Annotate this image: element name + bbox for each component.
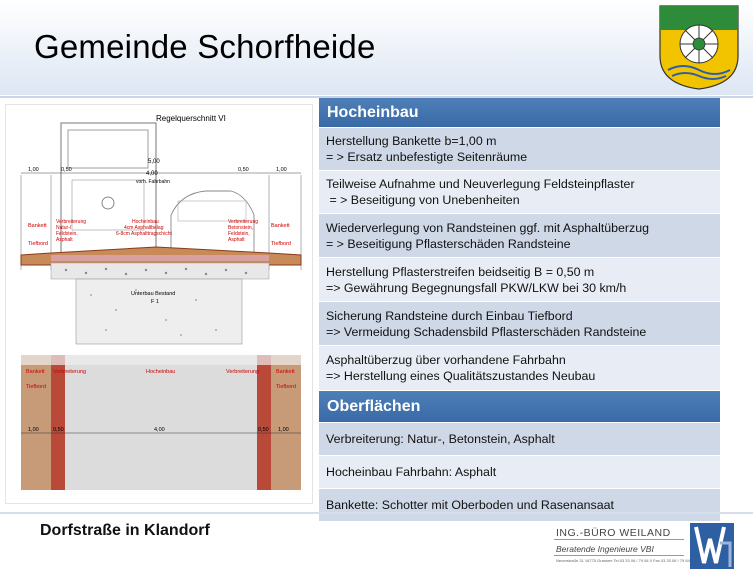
info-panel: Hocheinbau Herstellung Bankette b=1,00 m… bbox=[319, 98, 720, 522]
svg-text:Tiefbord: Tiefbord bbox=[271, 241, 291, 247]
svg-text:Tiefbord: Tiefbord bbox=[26, 384, 46, 390]
list-item: Wiederverlegung von Randsteinen ggf. mit… bbox=[319, 214, 720, 258]
svg-text:vorh. Fahrbahn: vorh. Fahrbahn bbox=[136, 179, 170, 185]
svg-text:0,50: 0,50 bbox=[238, 167, 249, 173]
drawing-caption: Regelquerschnitt VI bbox=[156, 114, 226, 123]
svg-text:4,00: 4,00 bbox=[146, 171, 158, 177]
list-item: Sicherung Randsteine durch Einbau Tiefbo… bbox=[319, 302, 720, 346]
location-caption: Dorfstraße in Klandorf bbox=[40, 522, 210, 539]
company-logo: ING.-BÜRO WEILAND Beratende Ingenieure V… bbox=[554, 523, 736, 569]
coat-of-arms-icon bbox=[659, 5, 739, 90]
logo-divider bbox=[554, 539, 684, 540]
svg-text:Betonstein,: Betonstein, bbox=[228, 225, 253, 231]
section-header-hocheinbau: Hocheinbau bbox=[319, 98, 720, 128]
svg-text:Unterbau Bestand: Unterbau Bestand bbox=[131, 291, 175, 297]
svg-text:5,00: 5,00 bbox=[148, 159, 160, 165]
svg-text:1,00: 1,00 bbox=[28, 167, 39, 173]
title-bar bbox=[0, 0, 753, 95]
svg-text:0,50: 0,50 bbox=[53, 427, 64, 433]
svg-text:1,00: 1,00 bbox=[28, 427, 39, 433]
list-item: Teilweise Aufnahme und Neuverlegung Feld… bbox=[319, 171, 720, 214]
svg-text:F 1: F 1 bbox=[151, 299, 159, 305]
list-item: Bankette: Schotter mit Oberboden und Ras… bbox=[319, 489, 720, 522]
list-item: Herstellung Pflasterstreifen beidseitig … bbox=[319, 258, 720, 302]
svg-text:Bankett: Bankett bbox=[26, 369, 45, 375]
svg-text:Hocheinbau: Hocheinbau bbox=[132, 219, 159, 225]
svg-text:4cm Asphaltbelag: 4cm Asphaltbelag bbox=[124, 225, 164, 231]
svg-text:Hocheinbau: Hocheinbau bbox=[146, 369, 175, 375]
svg-text:Verbreiterung: Verbreiterung bbox=[228, 219, 258, 225]
svg-text:Bankett: Bankett bbox=[271, 223, 290, 229]
svg-text:4,00: 4,00 bbox=[154, 427, 165, 433]
svg-text:Verbreiterung: Verbreiterung bbox=[53, 369, 86, 375]
svg-text:Asphalt: Asphalt bbox=[56, 237, 73, 243]
svg-text:1,00: 1,00 bbox=[276, 167, 287, 173]
svg-text:Natur-/: Natur-/ bbox=[56, 225, 72, 231]
list-item: Herstellung Bankette b=1,00 m = > Ersatz… bbox=[319, 128, 720, 171]
cross-section-drawing: Regelquerschnitt VI 5,00 4,00 vorh. Fahr… bbox=[5, 104, 313, 504]
list-item: Hocheinbau Fahrbahn: Asphalt bbox=[319, 456, 720, 489]
section-header-oberflaechen: Oberflächen bbox=[319, 391, 720, 423]
footer-divider bbox=[0, 512, 753, 514]
svg-text:Verbreiterung: Verbreiterung bbox=[56, 219, 86, 225]
page-title: Gemeinde Schorfheide bbox=[34, 28, 376, 65]
svg-text:Verbreiterung: Verbreiterung bbox=[226, 369, 259, 375]
list-item: Verbreiterung: Natur-, Betonstein, Aspha… bbox=[319, 423, 720, 456]
logo-address: Neuerstraße 31 16775 Gransee Tel.03 33 0… bbox=[556, 558, 696, 563]
cross-section-svg: Regelquerschnitt VI 5,00 4,00 vorh. Fahr… bbox=[20, 114, 302, 490]
svg-text:Feldstein,: Feldstein, bbox=[56, 231, 78, 237]
svg-text:6-8cm Asphalttragschicht: 6-8cm Asphalttragschicht bbox=[116, 231, 172, 237]
logo-divider bbox=[554, 555, 684, 556]
svg-text:0,50: 0,50 bbox=[258, 427, 269, 433]
svg-text:Feldstein,: Feldstein, bbox=[228, 231, 250, 237]
svg-text:Asphalt: Asphalt bbox=[228, 237, 245, 243]
list-item: Asphaltüberzug über vorhandene Fahrbahn … bbox=[319, 346, 720, 391]
svg-text:Tiefbord: Tiefbord bbox=[28, 241, 48, 247]
svg-text:0,50: 0,50 bbox=[61, 167, 72, 173]
logo-mark-icon bbox=[690, 523, 734, 569]
logo-tagline: Beratende Ingenieure VBI bbox=[556, 544, 654, 554]
svg-text:Tiefbord: Tiefbord bbox=[276, 384, 296, 390]
title-divider bbox=[0, 96, 753, 98]
svg-text:Bankett: Bankett bbox=[28, 223, 47, 229]
svg-text:Bankett: Bankett bbox=[276, 369, 295, 375]
svg-text:1,00: 1,00 bbox=[278, 427, 289, 433]
logo-company-name: ING.-BÜRO WEILAND bbox=[556, 527, 671, 539]
